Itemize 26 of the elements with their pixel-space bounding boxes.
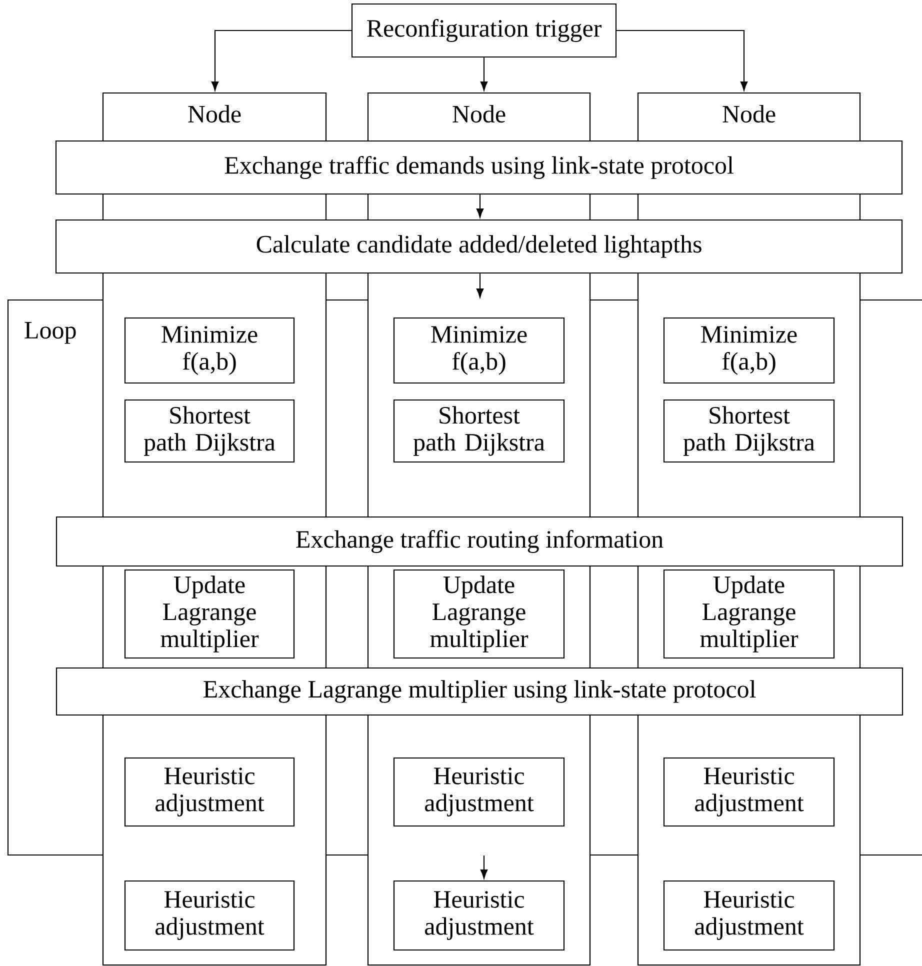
process-box: Heuristic adjustment (393, 757, 565, 827)
arrow (480, 58, 488, 91)
process-box: Minimize f(a,b) (124, 317, 295, 384)
process-box: Heuristic adjustment (663, 757, 835, 827)
arrow (480, 856, 488, 879)
process-band: Exchange traffic routing information (56, 516, 904, 567)
process-box: Update Lagrange multiplier (393, 569, 565, 659)
arrow (476, 194, 484, 218)
process-box: Heuristic adjustment (124, 880, 295, 951)
arrow (616, 30, 748, 91)
arrow (211, 30, 352, 91)
process-box: Heuristic adjustment (393, 880, 565, 951)
process-band: Exchange Lagrange multiplier using link-state protocol (56, 667, 904, 716)
process-box: Reconfiguration trigger (351, 3, 617, 58)
process-box: Minimize f(a,b) (663, 317, 835, 384)
process-band: Calculate candidate added/deleted lightapths (55, 219, 903, 274)
process-box: Heuristic adjustment (124, 757, 295, 827)
process-box: Shortest path Dijkstra (124, 399, 295, 463)
process-box: Shortest path Dijkstra (663, 399, 835, 463)
process-box: Heuristic adjustment (663, 880, 835, 951)
process-box: Update Lagrange multiplier (124, 569, 295, 659)
process-box: Update Lagrange multiplier (663, 569, 835, 659)
process-band: Exchange traffic demands using link-state protocol (55, 140, 903, 195)
process-box: Shortest path Dijkstra (393, 399, 565, 463)
arrow (476, 274, 484, 298)
process-box: Minimize f(a,b) (393, 317, 565, 384)
